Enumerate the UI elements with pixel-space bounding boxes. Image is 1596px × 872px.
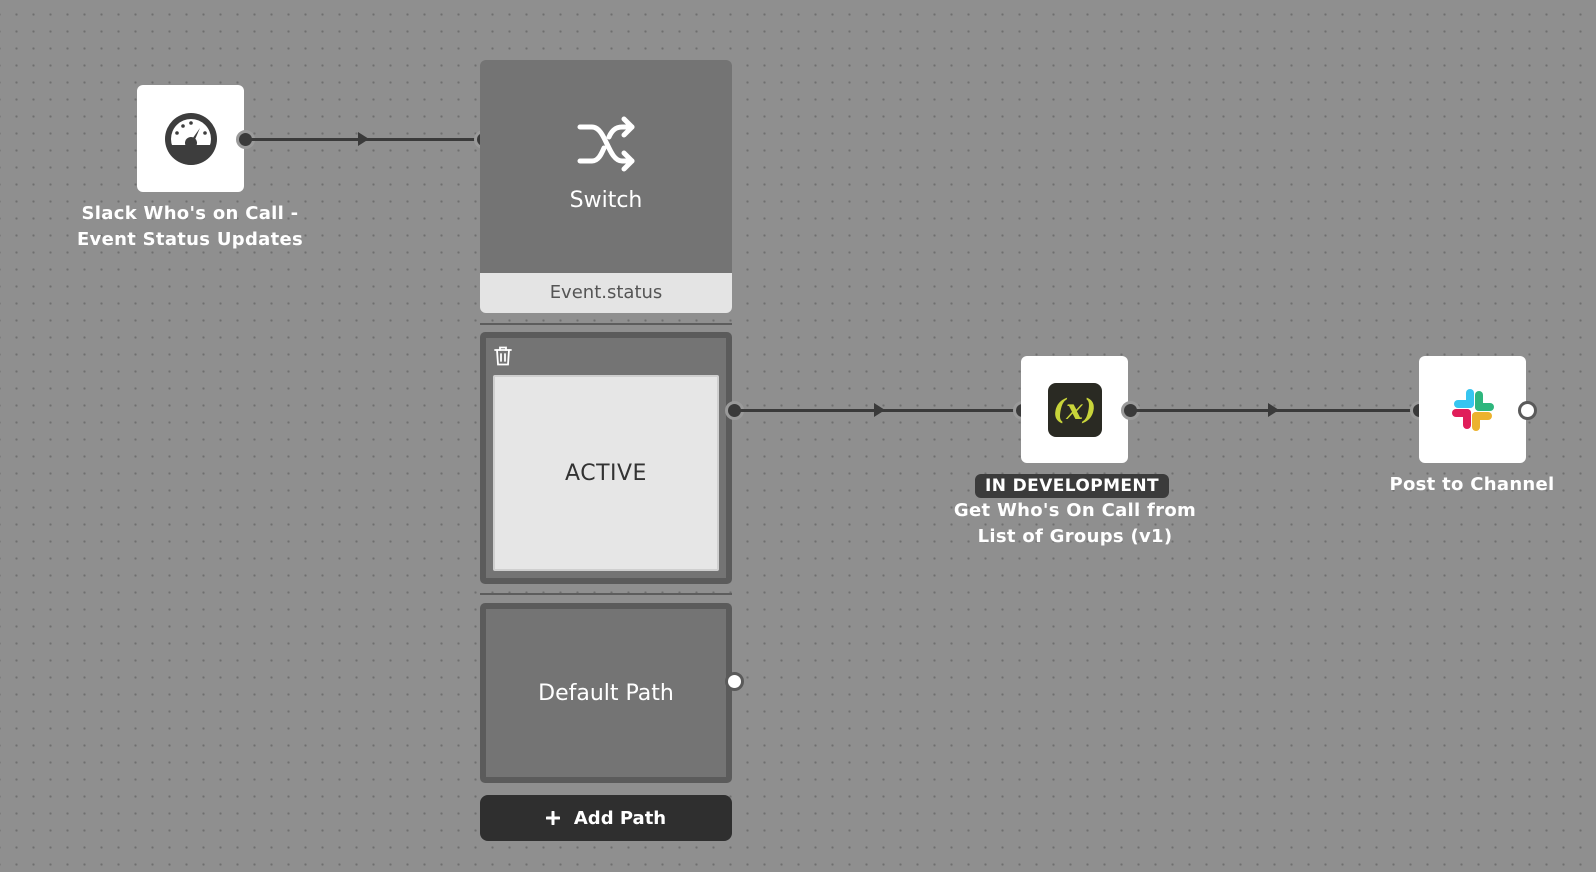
connector-arrow [1268,403,1279,417]
function-label-line1: Get Who's On Call from [953,500,1197,521]
switch-expression[interactable]: Event.status [480,273,732,313]
slack-node-label: Post to Channel [1389,474,1555,495]
function-node-label: Get Who's On Call from List of Groups (v… [944,498,1206,550]
path-default-output-port[interactable] [725,672,744,691]
switch-title: Switch [569,188,643,213]
function-label-line2: List of Groups (v1) [977,526,1173,547]
connector-arrow [358,132,369,146]
trash-icon[interactable] [494,346,512,366]
slack-node[interactable] [1419,356,1526,463]
slack-output-port[interactable] [1518,401,1537,420]
path-divider [480,323,732,325]
trigger-label-line2: Event Status Updates [76,229,304,250]
path-default-label: Default Path [538,680,674,706]
switch-node[interactable]: Switch [480,60,732,273]
path-active-label: ACTIVE [493,375,719,571]
add-path-button[interactable]: Add Path [480,795,732,841]
function-node[interactable]: (x) [1021,356,1128,463]
speedometer-icon [164,112,217,165]
function-x-icon: (x) [1047,382,1102,437]
path-default[interactable]: Default Path [480,603,732,783]
trigger-node[interactable] [137,85,244,192]
shuffle-icon [577,116,635,172]
plus-icon [545,811,560,825]
slack-logo-icon [1451,388,1494,431]
path-divider [480,593,732,595]
connector-arrow [874,403,885,417]
function-x-text: (x) [1052,393,1097,426]
add-path-label: Add Path [573,807,667,829]
status-badge: IN DEVELOPMENT [975,474,1170,498]
trigger-label-line1: Slack Who's on Call - [81,203,299,224]
path-active[interactable]: ACTIVE [480,332,732,584]
trigger-node-label: Slack Who's on Call - Event Status Updat… [70,201,310,253]
